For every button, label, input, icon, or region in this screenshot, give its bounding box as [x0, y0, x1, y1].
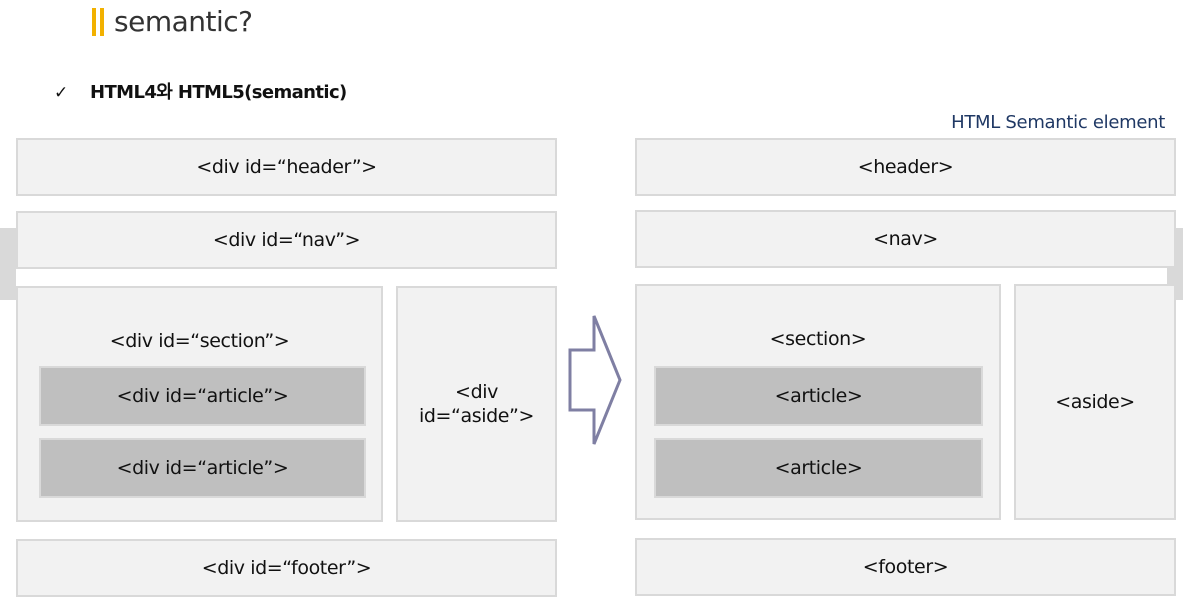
html5-nav-label: <nav>	[873, 228, 938, 250]
html5-article-box-1: <article>	[654, 366, 983, 426]
html4-section-box: <div id=“section”> <div id=“article”> <d…	[16, 286, 383, 522]
html5-aside-label: <aside>	[1055, 391, 1135, 413]
html4-aside-label: <div id=“aside”>	[418, 381, 535, 427]
html4-footer-label: <div id=“footer”>	[201, 557, 372, 579]
html4-article-label-2: <div id=“article”>	[116, 457, 289, 479]
left-edge-tab	[0, 228, 16, 300]
html5-footer-box: <footer>	[635, 538, 1176, 596]
html5-footer-label: <footer>	[862, 556, 949, 578]
html5-section-box: <section> <article> <article>	[635, 284, 1001, 520]
semantic-element-caption: HTML Semantic element	[951, 112, 1165, 133]
html5-article-box-2: <article>	[654, 438, 983, 498]
html5-header-label: <header>	[857, 156, 954, 178]
html4-footer-box: <div id=“footer”>	[16, 539, 557, 597]
html5-article-label-1: <article>	[774, 385, 863, 407]
right-arrow-outline-icon	[568, 315, 622, 445]
html4-section-label: <div id=“section”>	[109, 330, 290, 352]
html5-article-label-2: <article>	[774, 457, 863, 479]
html4-header-box: <div id=“header”>	[16, 138, 557, 196]
subtitle: HTML4와 HTML5(semantic)	[90, 82, 347, 103]
html5-nav-box: <nav>	[635, 210, 1176, 268]
page-title: semantic?	[114, 5, 253, 38]
html4-nav-label: <div id=“nav”>	[212, 229, 361, 251]
html5-section-label: <section>	[769, 328, 867, 350]
html4-article-box-1: <div id=“article”>	[39, 366, 366, 426]
html4-nav-box: <div id=“nav”>	[16, 211, 557, 269]
html4-aside-box: <div id=“aside”>	[396, 286, 557, 522]
html4-header-label: <div id=“header”>	[196, 156, 377, 178]
html4-article-box-2: <div id=“article”>	[39, 438, 366, 498]
title-accent-bars-icon	[92, 8, 106, 36]
checkmark-icon: ✓	[54, 83, 69, 103]
html5-header-box: <header>	[635, 138, 1176, 196]
html5-aside-box: <aside>	[1014, 284, 1176, 520]
html4-article-label-1: <div id=“article”>	[116, 385, 289, 407]
